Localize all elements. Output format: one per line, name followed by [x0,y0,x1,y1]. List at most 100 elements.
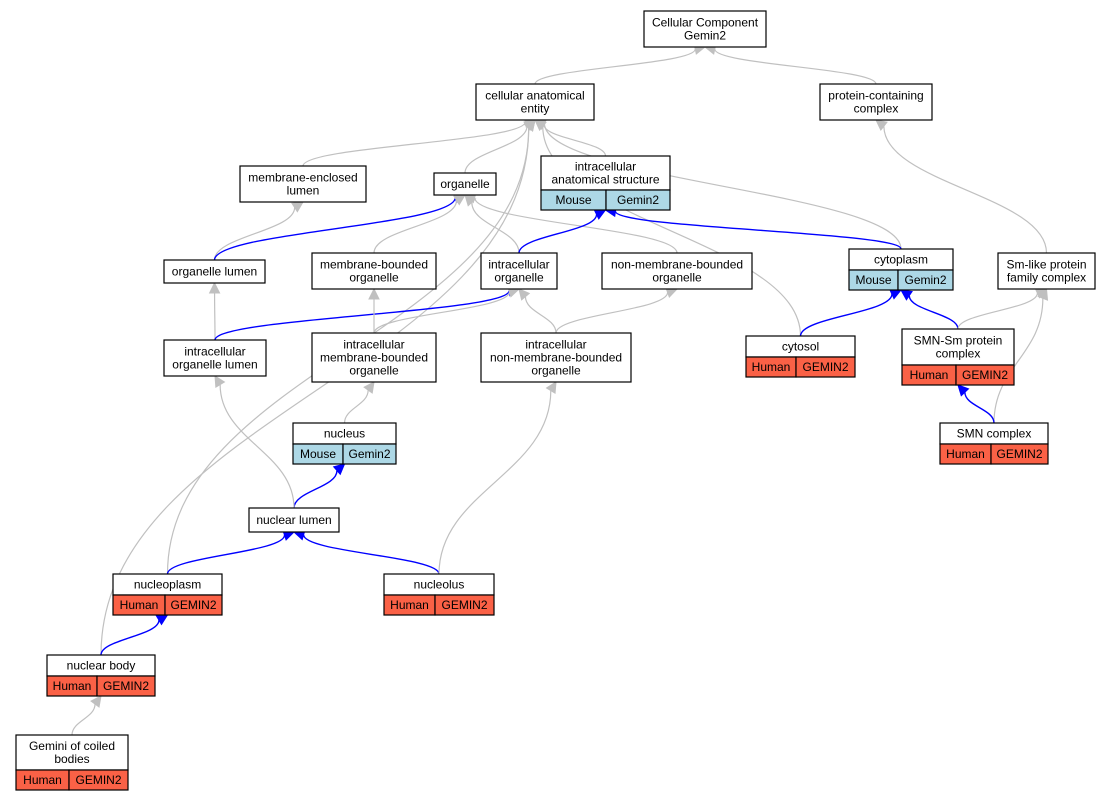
edge-inmbo-to-io [524,296,557,334]
node-label: Gemini of coiled [29,739,115,753]
gene-label: GEMIN2 [962,368,1008,382]
node-nlumen[interactable]: nuclear lumen [248,507,340,533]
edge-io-to-organelle [471,202,520,254]
edge-nucleus-to-imbo [343,390,369,424]
node-label: entity [521,102,550,116]
species-label: Human [752,360,791,374]
node-label: organelle [531,364,581,378]
node-label: cellular anatomical [485,89,584,103]
node-label: bodies [54,752,89,766]
gene-cell [605,189,671,211]
gene-label: GEMIN2 [75,773,121,787]
arrowhead-smn-to-smnsm [957,384,970,397]
edge-nmbo-to-organelle [474,197,678,254]
node-organelle[interactable]: organelle [433,172,497,196]
node-label: organelle [494,271,544,285]
node-label: SMN complex [957,427,1032,441]
gene-label: GEMIN2 [441,598,487,612]
gene-label: Gemin2 [348,447,390,461]
gene-cell [955,364,1015,386]
edge-olumen-to-mel [213,207,296,261]
node-box [480,332,632,383]
node-label: organelle lumen [172,358,257,372]
node-box [475,83,595,121]
node-olumen[interactable]: organelle lumen [163,259,266,284]
node-label: nucleolus [414,578,465,592]
node-label: organelle lumen [172,265,257,279]
gene-cell [990,443,1049,465]
gene-cell [795,356,856,378]
edge-inmbo-to-nmbo [555,292,669,334]
edge-mel-to-cae [302,121,526,167]
gene-label: GEMIN2 [103,679,149,693]
node-label: organelle [349,364,399,378]
node-label: complex [854,102,899,116]
node-label: intracellular [184,345,245,359]
node-label: nuclear lumen [256,513,331,527]
edge-smnsm-to-cytoplasm [908,295,959,330]
edge-nbody-to-nucleoplasm [100,619,160,656]
node-label: intracellular [343,338,404,352]
gene-label: GEMIN2 [170,598,216,612]
node-box [239,165,367,203]
edge-cae-to-root [534,48,696,85]
edge-nucleoplasm-to-nlumen [166,534,286,575]
node-box [819,83,933,121]
arrowhead-smn-to-smlike [1037,287,1049,301]
arrowhead-inmbo-to-io [518,288,531,301]
species-label: Human [23,773,62,787]
edge-gems-to-nbody [71,703,96,736]
edge-cytoplasm-to-ias [614,210,902,250]
node-label: complex [936,347,981,361]
arrowhead-olumen-to-mel [291,201,304,213]
arrowhead-nucleus-to-imbo [363,381,375,394]
node-label: intracellular [575,160,636,174]
gene-label: GEMIN2 [996,447,1042,461]
gene-cell [96,675,156,697]
node-inmbo[interactable]: intracellularnon-membrane-boundedorganel… [480,332,632,383]
edge-organelle-to-cae [464,125,528,174]
node-label: membrane-enclosed [248,171,357,185]
node-label: organelle [349,271,399,285]
node-box [997,252,1096,290]
node-label: lumen [287,184,320,198]
gene-label: Gemin2 [904,273,946,287]
species-label: Mouse [555,193,591,207]
edge-cytoplasm-to-cae [543,123,902,250]
edge-mbo-to-organelle [373,200,458,254]
gene-cell [434,594,495,616]
node-label: family complex [1007,271,1086,285]
node-label: cytoplasm [874,253,928,267]
node-box [643,10,767,48]
node-label: Cellular Component [652,16,759,30]
edge-imbo-to-io [373,291,511,334]
edge-nbody-to-cae [100,127,530,656]
species-label: Human [946,447,985,461]
node-box [433,172,497,196]
arrowhead-imbo-to-mbo [368,287,380,300]
species-label: Mouse [300,447,336,461]
node-box [480,252,558,290]
